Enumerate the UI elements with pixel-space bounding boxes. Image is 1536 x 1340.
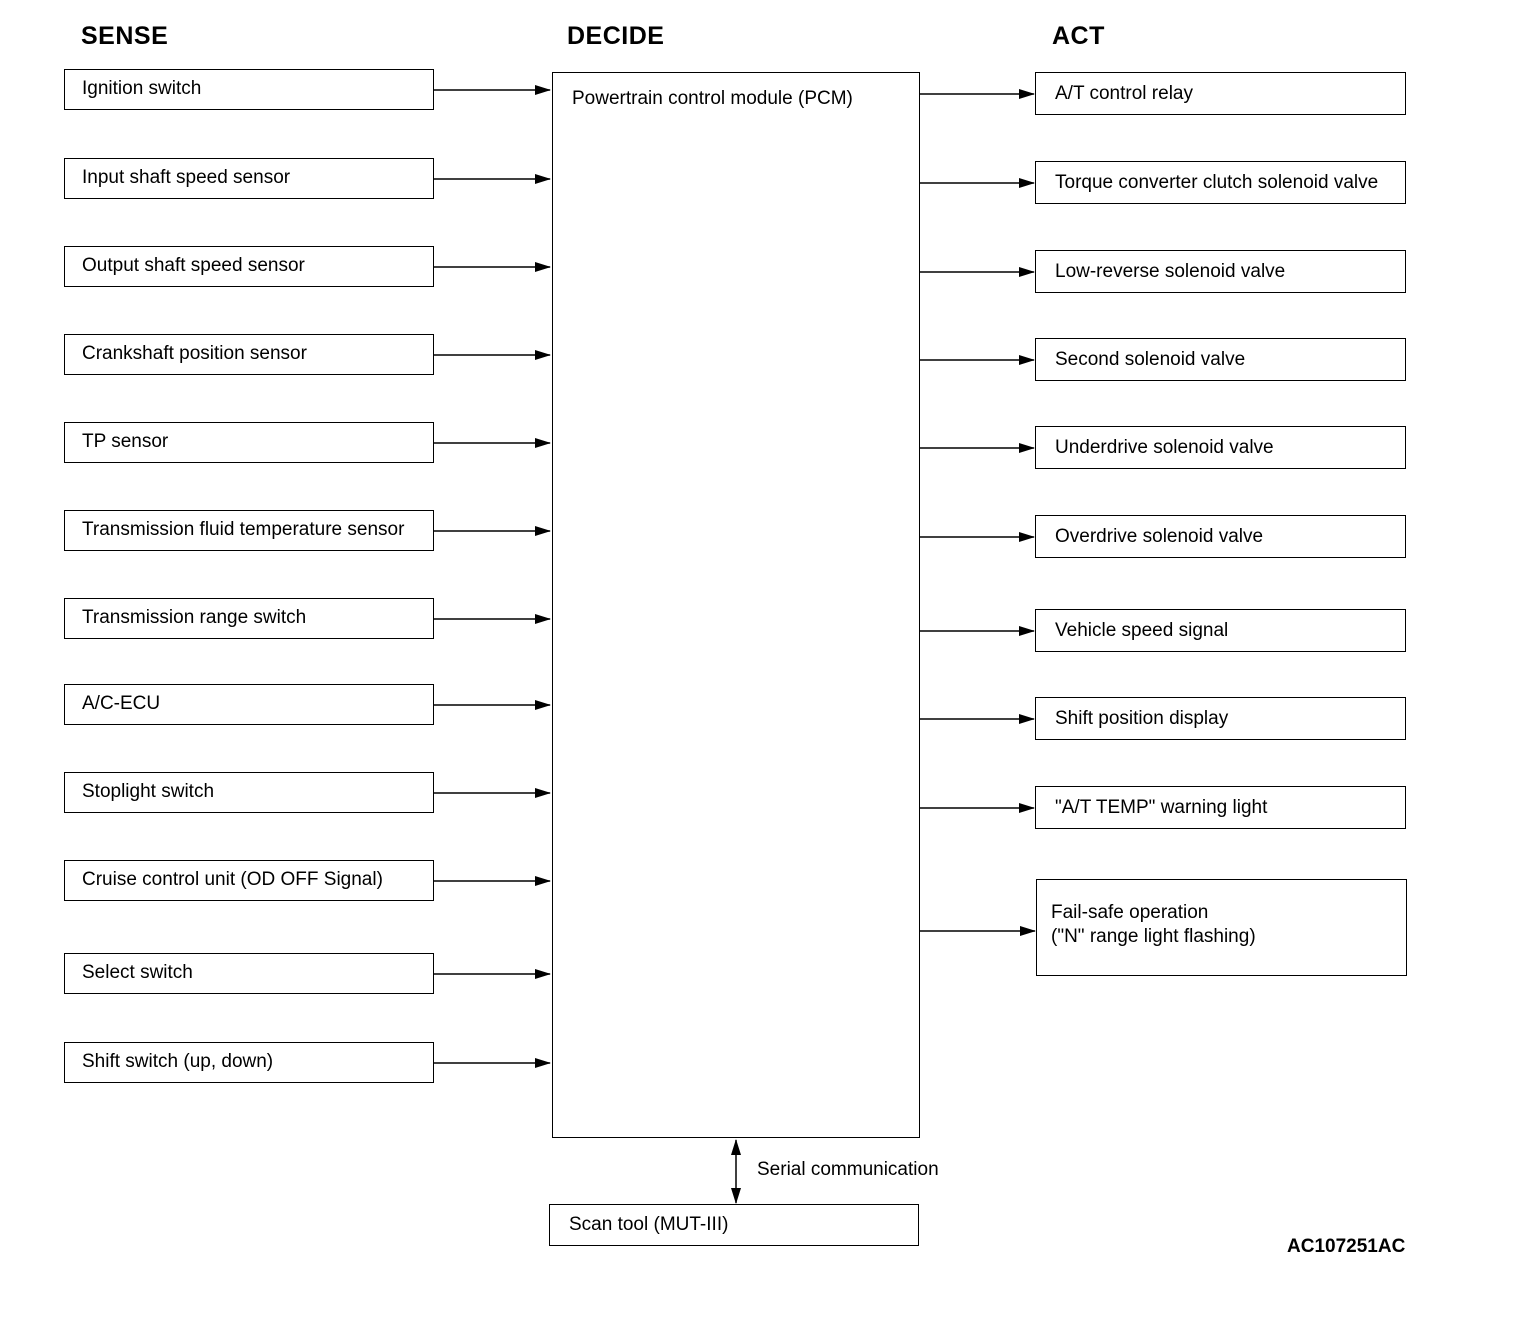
input-arrows <box>434 85 551 1068</box>
input-ac-ecu: A/C-ECU <box>64 684 434 725</box>
input-ignition-switch: Ignition switch <box>64 69 434 110</box>
pcm-label: Powertrain control module (PCM) <box>572 88 853 109</box>
output-at-control-relay: A/T control relay <box>1035 72 1406 115</box>
output-second-solenoid-valve: Second solenoid valve <box>1035 338 1406 381</box>
input-shift-switch: Shift switch (up, down) <box>64 1042 434 1083</box>
input-cruise-control-unit: Cruise control unit (OD OFF Signal) <box>64 860 434 901</box>
input-tp-sensor: TP sensor <box>64 422 434 463</box>
output-low-reverse-solenoid-valve: Low-reverse solenoid valve <box>1035 250 1406 293</box>
input-transmission-range-switch: Transmission range switch <box>64 598 434 639</box>
input-select-switch: Select switch <box>64 953 434 994</box>
serial-communication-label: Serial communication <box>757 1159 939 1180</box>
sense-heading: SENSE <box>81 22 169 50</box>
output-overdrive-solenoid-valve: Overdrive solenoid valve <box>1035 515 1406 558</box>
output-underdrive-solenoid-valve: Underdrive solenoid valve <box>1035 426 1406 469</box>
fail-safe-line-1: Fail-safe operation <box>1051 902 1209 923</box>
fail-safe-line-2: ("N" range light flashing) <box>1051 926 1256 947</box>
act-heading: ACT <box>1052 22 1105 50</box>
output-torque-converter-clutch-solenoid-valve: Torque converter clutch solenoid valve <box>1035 161 1406 204</box>
input-stoplight-switch: Stoplight switch <box>64 772 434 813</box>
scan-tool-box: Scan tool (MUT-III) <box>549 1204 919 1246</box>
output-shift-position-display: Shift position display <box>1035 697 1406 740</box>
figure-code: AC107251AC <box>1287 1236 1406 1257</box>
input-output-shaft-speed-sensor: Output shaft speed sensor <box>64 246 434 287</box>
output-arrows <box>920 89 1036 936</box>
pcm-box: Powertrain control module (PCM) <box>552 72 920 1138</box>
input-input-shaft-speed-sensor: Input shaft speed sensor <box>64 158 434 199</box>
decide-heading: DECIDE <box>567 22 665 50</box>
input-crankshaft-position-sensor: Crankshaft position sensor <box>64 334 434 375</box>
output-fail-safe-operation: Fail-safe operation ("N" range light fla… <box>1036 879 1407 976</box>
output-at-temp-warning-light: "A/T TEMP" warning light <box>1035 786 1406 829</box>
output-vehicle-speed-signal: Vehicle speed signal <box>1035 609 1406 652</box>
input-transmission-fluid-temperature-sensor: Transmission fluid temperature sensor <box>64 510 434 551</box>
